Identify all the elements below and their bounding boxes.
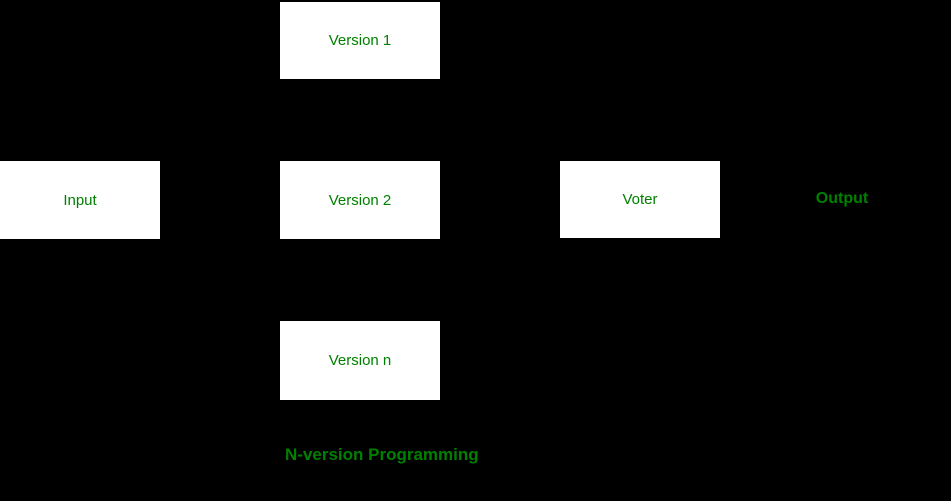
node-version-1: Version 1 [280,2,440,79]
node-input: Input [0,161,160,239]
node-output-label: Output [815,190,869,207]
node-voter: Voter [560,161,720,238]
node-version-n: Version n [280,321,440,400]
node-version-2: Version 2 [280,161,440,239]
node-version-1-label: Version 1 [328,32,392,49]
node-version-2-label: Version 2 [328,191,392,209]
node-voter-label: Voter [622,191,658,208]
node-version-n-label: Version n [328,352,392,369]
node-input-label: Input [63,191,97,209]
diagram-caption: N-version Programming [285,445,479,464]
